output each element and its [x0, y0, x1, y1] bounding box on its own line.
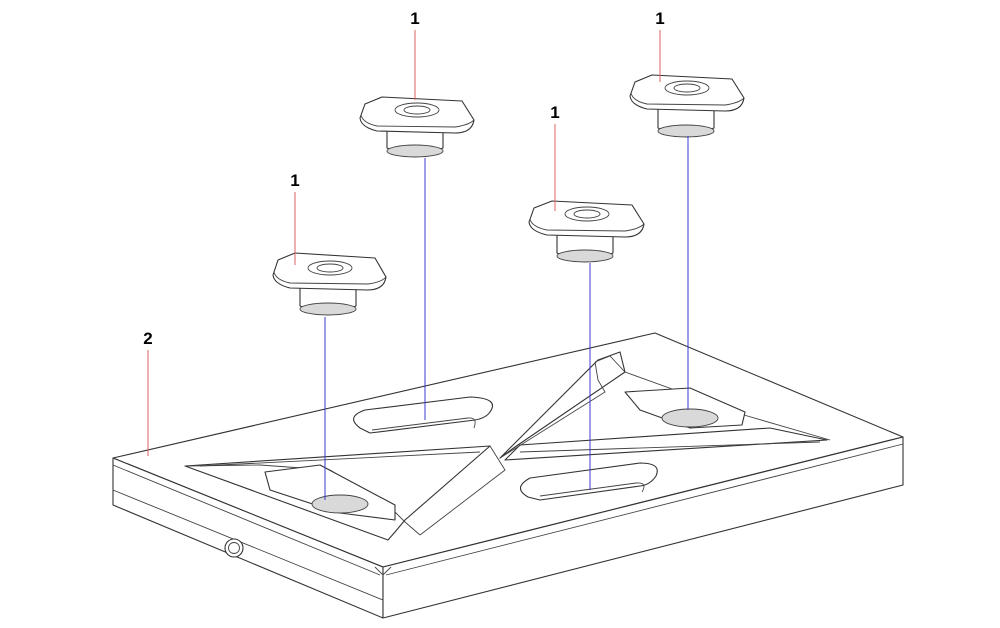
base-plate	[112, 332, 904, 619]
insert-b	[359, 96, 475, 158]
callout-insert-b: 1	[410, 9, 419, 28]
insert-a	[272, 252, 387, 316]
pocket-slot-rear-left	[353, 396, 494, 434]
callout-insert-c: 1	[550, 103, 559, 122]
callout-insert-a: 1	[290, 171, 299, 190]
insert-c	[528, 200, 645, 263]
side-bolt-hole	[224, 538, 244, 558]
callout-leaders	[147, 30, 661, 456]
callout-base-plate: 2	[143, 329, 152, 348]
pocket-slot-front-right	[519, 462, 658, 501]
insert-d	[629, 74, 745, 138]
callout-insert-d: 1	[655, 9, 664, 28]
assembly-axis-lines	[324, 136, 689, 500]
base-plate-right-face	[382, 436, 904, 619]
insert-seat-front-left	[264, 464, 396, 521]
insert-seat-rear-right	[624, 387, 746, 429]
callout-labels: 1 1 1 1 2	[143, 9, 664, 348]
